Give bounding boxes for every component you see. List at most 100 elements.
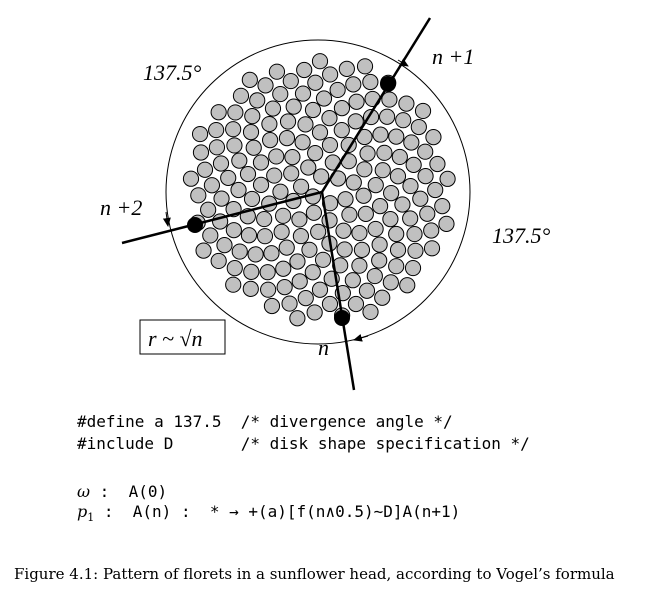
- floret-n-plus-1-marker: [380, 76, 396, 92]
- code-define-line: #define a 137.5 /* divergence angle */: [77, 412, 453, 431]
- floret: [283, 165, 300, 182]
- code-include-line: #include D /* disk shape specification *…: [77, 434, 530, 453]
- floret: [275, 207, 292, 224]
- floret: [321, 136, 339, 154]
- floret: [231, 152, 248, 169]
- floret: [414, 102, 432, 120]
- outer-arc-circle: [165, 39, 471, 345]
- radius-line-n-plus-2: [121, 190, 323, 245]
- floret: [371, 236, 388, 253]
- floret: [439, 170, 456, 187]
- floret: [208, 139, 226, 156]
- floret: [405, 156, 422, 174]
- floret: [378, 108, 396, 125]
- floret: [371, 252, 388, 269]
- floret: [202, 227, 219, 244]
- code-production-line: p1 : A(n) : * → +(a)[f(n∧0.5)∼D]A(n+1): [77, 502, 460, 528]
- floret: [399, 277, 416, 294]
- floret: [367, 220, 384, 238]
- floret: [252, 176, 270, 193]
- floret: [259, 264, 276, 281]
- floret: [256, 228, 274, 245]
- floret: [355, 187, 372, 204]
- floret: [391, 148, 408, 166]
- floret: [262, 132, 279, 149]
- floret: [256, 210, 273, 228]
- floret: [417, 168, 434, 185]
- floret: [351, 257, 368, 274]
- floret: [243, 190, 261, 208]
- floret: [304, 101, 322, 119]
- floret: [272, 183, 289, 200]
- floret: [294, 134, 311, 151]
- floret: [335, 222, 352, 239]
- floret: [210, 104, 227, 121]
- floret: [438, 215, 455, 232]
- floret: [284, 149, 301, 166]
- radius-line-n: [320, 191, 356, 391]
- floret: [362, 303, 379, 321]
- floret: [245, 139, 262, 156]
- floret: [289, 310, 306, 327]
- floret: [306, 304, 323, 321]
- radius-line-n-plus-1: [320, 17, 432, 193]
- floret: [410, 118, 427, 136]
- floret: [285, 98, 302, 115]
- floret: [338, 60, 355, 77]
- floret: [263, 245, 280, 262]
- floret: [292, 178, 310, 195]
- floret: [212, 155, 230, 172]
- floret: [356, 58, 374, 75]
- floret: [425, 129, 442, 146]
- floret: [322, 66, 339, 83]
- floret: [208, 121, 225, 139]
- floret: [434, 197, 451, 215]
- floret: [423, 240, 441, 257]
- floret: [300, 159, 317, 176]
- floret: [231, 243, 248, 260]
- floret: [388, 258, 405, 275]
- floret: [242, 280, 259, 297]
- floret: [242, 124, 260, 141]
- floret: [249, 92, 266, 109]
- floret: [347, 295, 365, 313]
- label-n-plus-1: n +1: [432, 44, 474, 69]
- axiom-symbol: ω: [77, 482, 91, 501]
- floret: [225, 121, 242, 138]
- floret: [275, 260, 292, 277]
- floret: [220, 169, 237, 187]
- floret: [289, 253, 306, 270]
- production-symbol: p: [77, 502, 88, 521]
- floret: [358, 282, 376, 299]
- floret: [333, 122, 350, 139]
- floret: [273, 223, 290, 240]
- floret: [389, 241, 407, 258]
- floret: [210, 252, 227, 270]
- floret: [395, 112, 412, 129]
- floret: [407, 242, 424, 259]
- floret: [417, 143, 434, 160]
- floret: [240, 227, 258, 244]
- floret: [247, 246, 264, 263]
- floret: [394, 196, 411, 213]
- floret: [278, 239, 295, 256]
- floret: [241, 71, 258, 88]
- floret: [427, 181, 444, 199]
- floret: [213, 190, 230, 207]
- floret: [268, 63, 286, 80]
- floret: [304, 264, 321, 281]
- floret: [423, 222, 440, 239]
- floret: [310, 223, 327, 240]
- floret: [412, 190, 429, 207]
- production-body: : A(n) : * → +(a)[f(n∧0.5)∼D]A(n+1): [94, 502, 461, 521]
- floret: [225, 276, 242, 293]
- arc-arrow-icon: [397, 58, 409, 67]
- floret: [263, 297, 281, 315]
- floret: [332, 257, 349, 274]
- floret: [419, 205, 436, 222]
- floret: [227, 104, 244, 121]
- floret: [314, 251, 332, 268]
- floret: [311, 281, 329, 298]
- floret: [374, 289, 391, 306]
- floret: [296, 61, 313, 79]
